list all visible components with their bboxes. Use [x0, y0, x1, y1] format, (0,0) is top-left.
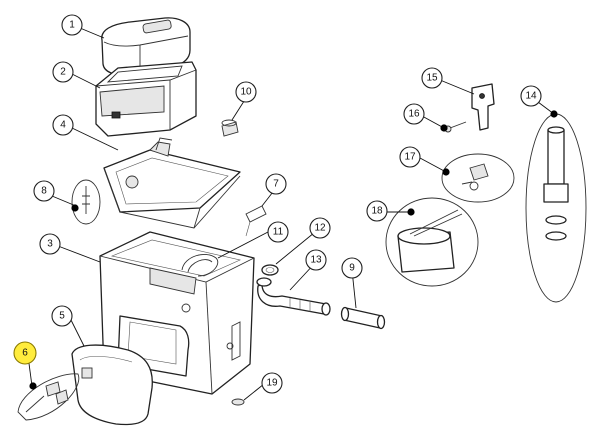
- svg-text:19: 19: [266, 378, 278, 389]
- svg-text:17: 17: [404, 152, 416, 163]
- part-1-top-lid[interactable]: [101, 17, 191, 76]
- callout-11[interactable]: 11: [267, 221, 289, 243]
- part-2-tank[interactable]: [95, 61, 197, 137]
- callout-7[interactable]: 7: [265, 173, 287, 195]
- callout-10[interactable]: 10: [235, 81, 257, 103]
- part-9-pipe[interactable]: [340, 306, 386, 330]
- callout-14[interactable]: 14: [520, 85, 542, 107]
- svg-text:7: 7: [273, 179, 279, 190]
- part-16-screws[interactable]: [444, 121, 467, 133]
- callout-13[interactable]: 13: [305, 249, 327, 271]
- leader-dots: [29, 110, 558, 390]
- svg-text:8: 8: [41, 186, 47, 197]
- callout-4[interactable]: 4: [52, 114, 74, 136]
- svg-text:4: 4: [60, 120, 66, 131]
- svg-text:1: 1: [69, 20, 75, 31]
- svg-text:13: 13: [310, 255, 322, 266]
- svg-text:11: 11: [273, 227, 284, 238]
- svg-text:6: 6: [22, 348, 28, 359]
- callout-19[interactable]: 19: [261, 372, 283, 394]
- svg-text:5: 5: [59, 311, 65, 322]
- callout-1[interactable]: 1: [61, 14, 83, 36]
- svg-text:9: 9: [349, 263, 355, 274]
- svg-text:12: 12: [314, 223, 326, 234]
- part-18-float[interactable]: [385, 197, 479, 287]
- callout-2[interactable]: 2: [52, 61, 74, 83]
- part-13-drain-pipe[interactable]: [256, 277, 331, 316]
- svg-text:15: 15: [426, 73, 438, 84]
- svg-text:18: 18: [371, 206, 383, 217]
- part-15-bracket[interactable]: [471, 83, 495, 131]
- part-5-side-door[interactable]: [71, 344, 153, 426]
- svg-text:16: 16: [408, 109, 420, 120]
- callout-3[interactable]: 3: [39, 233, 61, 255]
- part-7-latch[interactable]: [245, 205, 267, 237]
- part-12-gasket[interactable]: [261, 264, 279, 276]
- part-11-hose[interactable]: [181, 254, 219, 277]
- part-10-fitting[interactable]: [221, 119, 239, 137]
- svg-text:10: 10: [240, 87, 252, 98]
- callout-6[interactable]: 6: [13, 341, 37, 365]
- callout-12[interactable]: 12: [309, 217, 331, 239]
- part-17-valve[interactable]: [441, 153, 515, 203]
- callout-5[interactable]: 5: [51, 305, 73, 327]
- callout-8[interactable]: 8: [33, 180, 55, 202]
- callout-16[interactable]: 16: [403, 103, 425, 125]
- part-4-tray[interactable]: [103, 137, 241, 229]
- callout-15[interactable]: 15: [421, 67, 443, 89]
- svg-text:2: 2: [60, 67, 66, 78]
- callout-9[interactable]: 9: [341, 257, 363, 279]
- part-6-hardware[interactable]: [17, 373, 80, 421]
- part-14-tube-assembly[interactable]: [525, 113, 587, 303]
- part-8-bolts[interactable]: [71, 179, 101, 225]
- callout-18[interactable]: 18: [366, 200, 388, 222]
- svg-text:14: 14: [525, 91, 537, 102]
- svg-text:3: 3: [47, 239, 53, 250]
- callout-17[interactable]: 17: [399, 146, 421, 168]
- part-19-screw[interactable]: [231, 398, 245, 406]
